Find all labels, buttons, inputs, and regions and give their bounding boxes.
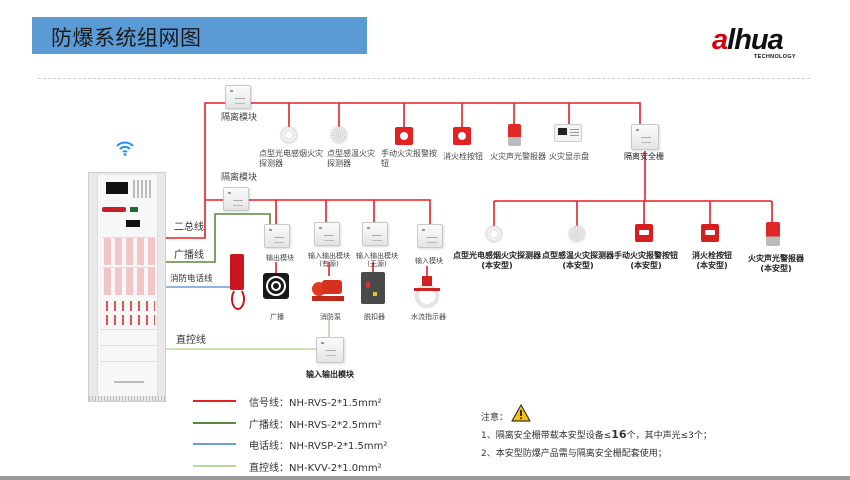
wifi-icon: [116, 141, 134, 156]
label-broadcast-line: 广播线: [174, 250, 204, 261]
legend-swatch: [193, 400, 236, 402]
device-label: 水流指示器: [411, 313, 446, 321]
fire-telephone-icon: [230, 254, 244, 290]
panel-vent: [89, 396, 165, 401]
heat-detector-icon: [331, 127, 347, 143]
fire-pump-icon: [312, 276, 344, 302]
legend-swatch: [193, 465, 236, 467]
device-label: 火灾显示盘: [549, 152, 589, 161]
label-bus-line: 二总线: [174, 222, 204, 233]
device-label: 点型光电感烟火灾探测器(本安型): [453, 251, 541, 270]
panel-display: [126, 220, 140, 227]
panel-blank: [101, 329, 156, 345]
bus-to-isolator-2: [205, 199, 431, 224]
note-item-1: 1、隔离安全栅带载本安型设备≤16个，其中声光≤3个；: [481, 428, 712, 441]
device-label: 消火栓按钮(本安型): [692, 251, 732, 270]
device-label: 手动火灾报警按钮(本安型): [614, 251, 678, 270]
device-label: 广播: [270, 313, 284, 321]
fire-display-panel-icon: [554, 124, 582, 142]
device-label: 手动火灾报警按钮: [381, 149, 437, 168]
isolator-label-second: 隔离模块: [221, 173, 258, 183]
sounder-strobe-ex-icon: [766, 222, 780, 246]
device-label: 脱扣器: [364, 313, 385, 321]
device-label: 点型光电感烟火灾探测器: [259, 149, 323, 168]
speaker-icon: [263, 273, 289, 299]
isolator-label-top: 隔离模块: [221, 113, 258, 123]
smoke-detector-ex-icon: [486, 226, 502, 242]
fire-alarm-control-panel: [88, 172, 166, 402]
device-label: 火灾声光警报器(本安型): [748, 254, 804, 273]
logo-wordmark: alhua: [712, 24, 784, 56]
page-title: 防爆系统组网图: [51, 26, 202, 50]
title-bar: 防爆系统组网图: [32, 17, 367, 54]
module-label: 输入输出模块: [306, 370, 354, 379]
isolator-module-top: [225, 85, 251, 109]
device-label: 隔离安全栅: [624, 152, 664, 161]
panel-keypad: [133, 180, 153, 198]
panel-nameplate: [114, 381, 144, 383]
panel-zone-grid: [102, 237, 155, 265]
isolator-module-second: [223, 187, 249, 211]
module-label: 输入模块: [415, 257, 443, 265]
bus-from-panel: [166, 102, 641, 239]
legend-swatch: [193, 422, 236, 424]
signal-wires: [166, 102, 773, 276]
label-phone-line: 消防电话线: [170, 274, 213, 284]
panel-blank: [101, 361, 156, 377]
legend-swatch: [193, 443, 236, 445]
manual-alarm-button-ex-icon: [635, 224, 653, 242]
footer-bar: [0, 476, 850, 480]
water-flow-indicator-icon: [413, 276, 441, 308]
output-module-icon: [264, 224, 290, 248]
direct-wire: [166, 319, 330, 350]
warning-icon: [511, 404, 531, 422]
telephone-cord-icon: [231, 288, 245, 310]
dahua-logo: alhua TECHNOLOGY: [712, 24, 822, 62]
device-label: 点型感温火灾探测器: [327, 149, 375, 168]
circuit-breaker-icon: [361, 272, 385, 304]
panel-zone-grid: [102, 267, 155, 295]
device-label: 点型感温火灾探测器(本安型): [542, 251, 614, 270]
note-item-2: 2、本安型防爆产品需与隔离安全栅配套使用；: [481, 449, 667, 459]
panel-printer: [102, 207, 126, 212]
smoke-detector-icon: [281, 127, 297, 143]
hydrant-button-ex-icon: [701, 224, 719, 242]
module-label: 输入输出模块(无源): [356, 252, 398, 268]
io-module-passive-icon: [362, 222, 388, 246]
header-divider: [38, 78, 810, 79]
panel-blank: [101, 345, 156, 361]
logo-tagline: TECHNOLOGY: [754, 54, 796, 60]
broadcast-wire: [166, 213, 271, 263]
manual-alarm-button-icon: [395, 127, 413, 145]
module-label: 输出模块: [266, 254, 294, 262]
device-label: 消火栓按钮: [443, 152, 483, 161]
panel-switches: [102, 315, 155, 325]
module-label: 输入输出模块(有源): [308, 252, 350, 268]
device-label: 火灾声光警报器: [490, 152, 546, 161]
io-module-powered-icon: [314, 222, 340, 246]
safety-barrier-icon: [631, 124, 659, 150]
device-label: 消防泵: [320, 313, 341, 321]
panel-switches: [102, 301, 155, 311]
panel-lcd: [106, 182, 128, 194]
input-module-icon: [417, 224, 443, 248]
sounder-strobe-icon: [508, 124, 521, 146]
label-direct-line: 直控线: [176, 335, 206, 346]
direct-io-module-icon: [316, 337, 344, 363]
hydrant-button-icon: [453, 127, 471, 145]
notes-title: 注意：: [481, 413, 509, 423]
heat-detector-ex-icon: [569, 226, 585, 242]
panel-indicator: [130, 207, 138, 212]
